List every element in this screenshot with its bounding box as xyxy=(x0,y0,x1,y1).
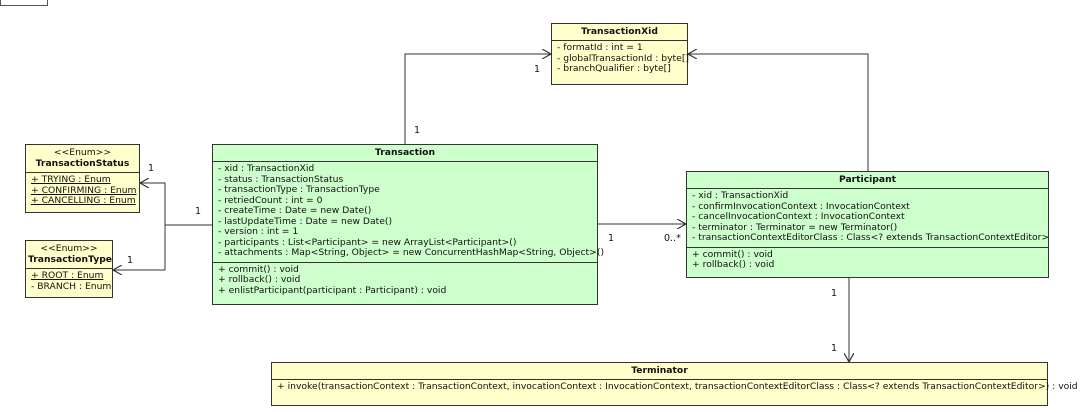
attribute-row: - terminator : Terminator = new Terminat… xyxy=(692,221,898,233)
enum-literal-row: + CONFIRMING : Enum xyxy=(31,184,137,196)
window-tab xyxy=(0,0,48,6)
transaction-type-name: TransactionType xyxy=(28,254,113,265)
transaction-operations: + commit() : void + rollback() : void + … xyxy=(213,263,597,300)
attribute-row: - cancelInvocationContext : InvocationCo… xyxy=(692,211,905,222)
enum-literal-row: + ROOT : Enum xyxy=(31,270,104,281)
attribute-row: - status : TransactionStatus xyxy=(218,173,344,185)
operation-row: + invoke(transactionContext : Transactio… xyxy=(277,381,1078,392)
participant-operations: + commit() : void + rollback() : void xyxy=(687,248,1048,274)
attribute-row: - createTime : Date = new Date() xyxy=(218,205,372,216)
attribute-row: - participants : List<Participant> = new… xyxy=(218,236,517,248)
terminator-operations: + invoke(transactionContext : Transactio… xyxy=(272,380,1078,396)
transaction-class: Transaction - xid : TransactionXid - sta… xyxy=(212,144,605,305)
attribute-row: - transactionContextEditorClass : Class<… xyxy=(692,232,1050,243)
transaction-type-association xyxy=(113,225,166,270)
operation-row: + rollback() : void xyxy=(218,274,301,285)
multiplicity-label: 1 xyxy=(414,125,421,136)
attribute-row: - transactionType : TransactionType xyxy=(218,184,380,195)
transaction-class-name: Transaction xyxy=(213,145,597,162)
transaction-xid-class: TransactionXid - formatId : int = 1 - gl… xyxy=(551,23,689,85)
participant-class: Participant - xid : TransactionXid - con… xyxy=(686,171,1049,278)
attribute-row: - retriedCount : int = 0 xyxy=(218,194,323,206)
multiplicity-label: 0..* xyxy=(664,233,681,244)
transaction-xid-class-name: TransactionXid xyxy=(552,24,687,41)
transaction-status-name: TransactionStatus xyxy=(35,158,130,169)
multiplicity-label: 1 xyxy=(831,343,838,354)
multiplicity-label: 1 xyxy=(831,288,838,299)
transaction-status-enum: <<Enum>> TransactionStatus + TRYING : En… xyxy=(25,144,140,213)
enum-literal-row: + TRYING : Enum xyxy=(31,174,111,185)
attribute-row: - globalTransactionId : byte[] xyxy=(557,52,689,64)
attribute-row: - xid : TransactionXid xyxy=(692,190,789,201)
attribute-row: - version : int = 1 xyxy=(218,226,299,237)
attribute-row: - lastUpdateTime : Date = new Date() xyxy=(218,215,393,227)
terminator-class-name: Terminator xyxy=(272,363,1047,380)
attribute-row: - confirmInvocationContext : InvocationC… xyxy=(692,200,910,212)
participant-xid-association xyxy=(688,54,869,171)
transaction-type-enum: <<Enum>> TransactionType + ROOT : Enum -… xyxy=(25,240,113,298)
multiplicity-label: 1 xyxy=(127,255,134,266)
participant-attributes: - xid : TransactionXid - confirmInvocati… xyxy=(687,189,1050,248)
operation-row: + commit() : void xyxy=(218,263,299,275)
terminator-class: Terminator + invoke(transactionContext :… xyxy=(271,362,1078,406)
multiplicity-label: 1 xyxy=(195,206,202,217)
attribute-row: - formatId : int = 1 xyxy=(557,42,643,53)
transaction-type-header: <<Enum>> TransactionType xyxy=(26,241,112,269)
operation-row: + enlistParticipant(participant : Partic… xyxy=(218,284,447,296)
enum-literal-row: - BRANCH : Enum xyxy=(31,280,112,292)
transaction-xid-attributes: - formatId : int = 1 - globalTransaction… xyxy=(552,41,689,78)
enum-stereotype: <<Enum>> xyxy=(53,147,112,158)
transaction-xid-association xyxy=(404,54,551,144)
operation-row: + rollback() : void xyxy=(692,259,775,270)
transaction-status-association xyxy=(140,183,166,225)
transaction-status-header: <<Enum>> TransactionStatus xyxy=(26,145,139,173)
attribute-row: - attachments : Map<String, Object> = ne… xyxy=(218,247,605,258)
enum-stereotype: <<Enum>> xyxy=(40,243,98,254)
participant-class-name: Participant xyxy=(687,172,1048,189)
transaction-type-literals: + ROOT : Enum - BRANCH : Enum xyxy=(26,269,112,295)
enum-literal-row: + CANCELLING : Enum xyxy=(31,195,136,206)
attribute-row: - branchQualifier : byte[] xyxy=(557,63,671,74)
multiplicity-label: 1 xyxy=(608,233,615,244)
multiplicity-label: 1 xyxy=(534,64,541,75)
transaction-attributes: - xid : TransactionXid - status : Transa… xyxy=(213,162,605,263)
operation-row: + commit() : void xyxy=(692,248,773,260)
transaction-status-literals: + TRYING : Enum + CONFIRMING : Enum + CA… xyxy=(26,173,139,210)
multiplicity-label: 1 xyxy=(148,163,155,174)
attribute-row: - xid : TransactionXid xyxy=(218,163,315,174)
